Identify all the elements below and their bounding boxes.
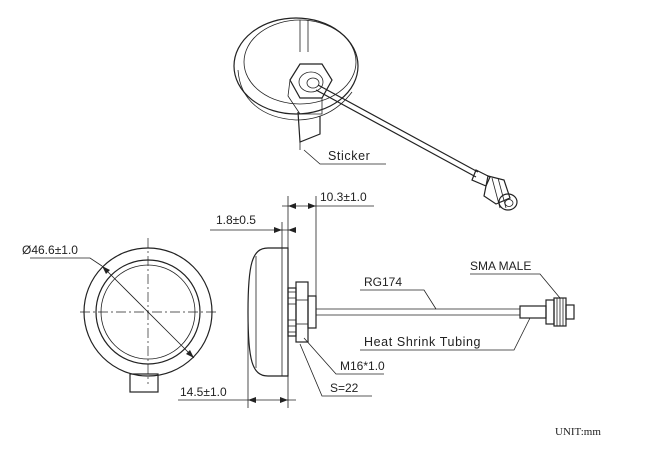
- sma-ridge-1: [491, 177, 501, 209]
- thread-leader: [303, 337, 384, 375]
- sticker-leader: [303, 149, 386, 165]
- sma-pin-3d: [504, 199, 514, 207]
- tubing-leader: [360, 317, 531, 351]
- washer: [287, 287, 297, 337]
- puck-outline: [233, 17, 359, 115]
- antenna-3d-view: Sticker: [233, 17, 518, 211]
- thread-end: [306, 77, 320, 89]
- dim-1-8: 1.8±0.5: [216, 213, 256, 227]
- nut-spec: S=22: [330, 381, 359, 395]
- sma-hex-3d: [483, 175, 511, 205]
- dim-10-3: 10.3±1.0: [320, 190, 367, 204]
- unit-label: UNIT:mm: [555, 426, 601, 438]
- heat-shrink-tubing: [519, 305, 547, 319]
- thread-hatch: [288, 291, 296, 333]
- nut-bore: [298, 71, 324, 93]
- cable-type: RG174: [364, 275, 402, 289]
- arrow-14-5-b: [280, 397, 288, 403]
- puck-side: [237, 69, 353, 121]
- sma-ridge-2: [497, 177, 507, 209]
- antenna-front-view: Ø46.6±1.0: [22, 238, 216, 393]
- sma-body: [545, 299, 555, 325]
- sma-coupling-3d: [498, 193, 518, 211]
- diameter-arrow-1: [102, 266, 110, 274]
- sticker-tab: [297, 111, 321, 143]
- hex-nut-3d: [289, 63, 333, 99]
- connector-leader: [470, 273, 561, 299]
- cable-3d-a: [317, 84, 479, 173]
- sma-tip: [565, 304, 575, 320]
- tubing-label: Heat Shrink Tubing: [364, 335, 481, 349]
- nut-side: [287, 79, 323, 115]
- diameter-arrow-2: [186, 350, 194, 358]
- arrow-1-8-a: [274, 227, 282, 233]
- arrow-1-8-b: [288, 227, 296, 233]
- diameter-dimension: Ø46.6±1.0: [22, 243, 78, 257]
- cable-leader: [360, 289, 437, 310]
- connector-type: SMA MALE: [470, 259, 531, 273]
- sticker-label: Sticker: [328, 149, 370, 163]
- hex-nut-side: [295, 281, 309, 343]
- thread-stub: [307, 295, 317, 329]
- arrow-14-5-a: [248, 397, 256, 403]
- dim-14-5: 14.5±1.0: [180, 385, 227, 399]
- thread-spec: M16*1.0: [340, 359, 385, 373]
- arrow-10-3-a: [288, 203, 296, 209]
- nut-leader: [299, 343, 372, 397]
- sma-knurl: [556, 298, 564, 326]
- diameter-leader: [30, 257, 103, 267]
- sticker-tab-front: [129, 373, 159, 393]
- dimension-annotations: 10.3±1.0 1.8±0.5 14.5±1.0 M16*1.0 S=22 R…: [178, 190, 561, 408]
- cable-3d-b: [315, 89, 477, 178]
- diameter-line: [101, 265, 195, 359]
- arrow-10-3-b: [308, 203, 316, 209]
